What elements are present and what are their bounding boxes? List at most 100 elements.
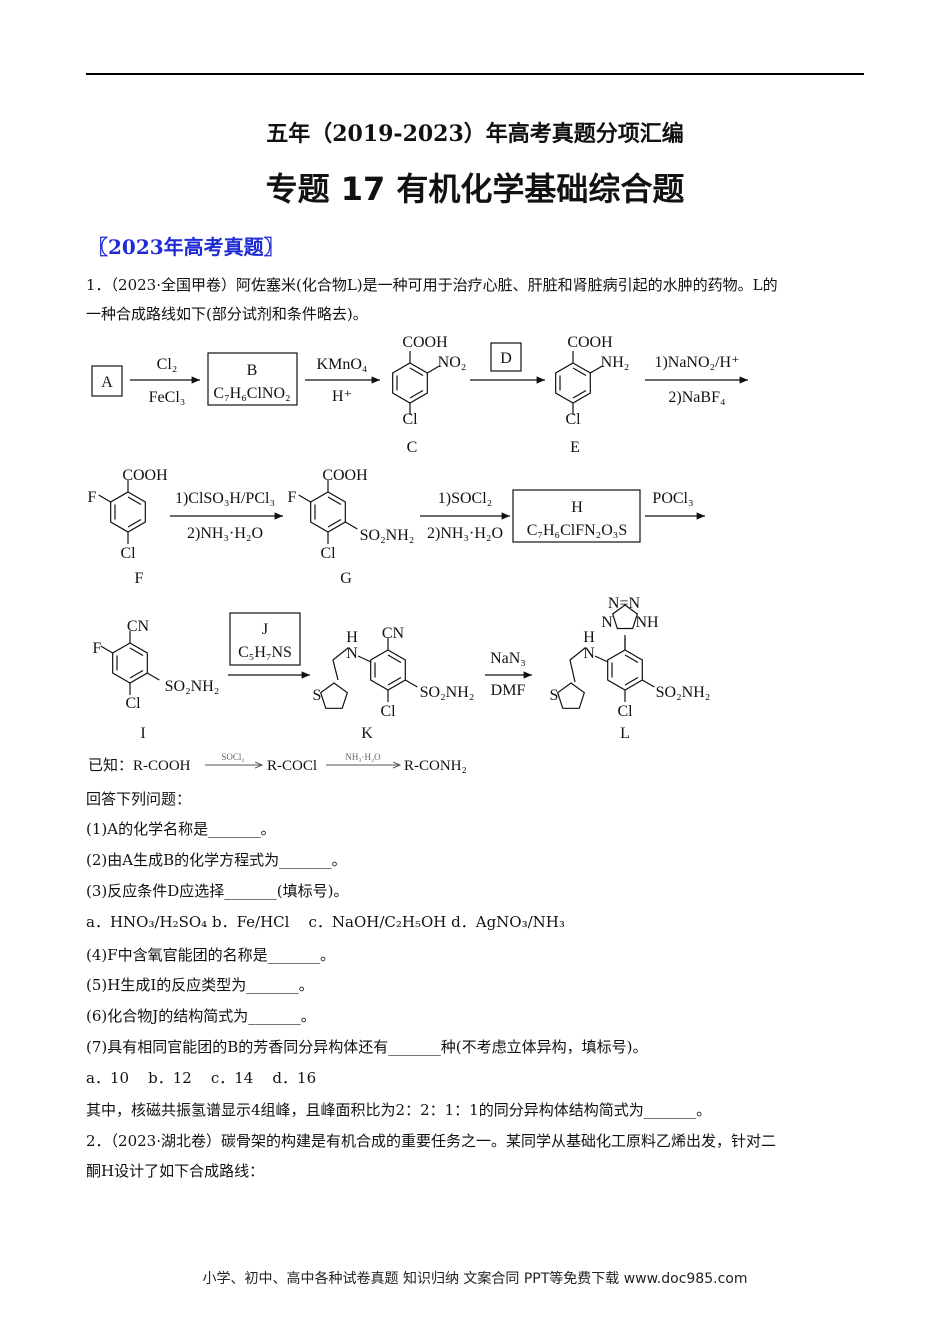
group-label: Cl xyxy=(120,545,136,562)
K-n-bond xyxy=(357,655,372,663)
group-label: F xyxy=(288,489,297,506)
group-label: NH₂ xyxy=(601,354,630,371)
reagent-label: Cl₂ xyxy=(157,356,178,373)
known-end: R-CONH₂ xyxy=(404,758,467,774)
box-D xyxy=(490,342,522,372)
group-label: COOH xyxy=(122,467,168,484)
compound-label: L xyxy=(620,725,630,742)
reagent-label: 2)NH₃·H₂O xyxy=(187,525,263,542)
document-title: 专题 17 有机化学基础综合题 xyxy=(265,170,685,208)
group-label: COOH xyxy=(567,334,613,351)
q2-intro-line1: 2．（2023·湖北卷）碳骨架的构建是有机合成的重要任务之一。某同学从基础化工原… xyxy=(86,1132,776,1150)
compound-label: E xyxy=(570,439,580,456)
document-subtitle: 五年（2019-2023）年高考真题分项汇编 xyxy=(266,121,684,147)
benzene-ring xyxy=(370,649,406,691)
question-line: 回答下列问题： xyxy=(86,790,192,808)
known-reaction: 已知：R-COOH SOCl₂ R-COCl NH₃·H₂O R-CONH₂ xyxy=(88,752,467,774)
box-H xyxy=(512,489,641,543)
reagent-label: 2)NaBF₄ xyxy=(668,389,726,406)
group-label: NH xyxy=(635,614,659,631)
header-rule xyxy=(86,73,864,75)
group-label: Cl xyxy=(402,411,418,428)
box-J xyxy=(229,612,301,666)
L-n-bond xyxy=(594,655,609,663)
reagent-label: 2)NH₃·H₂O xyxy=(427,525,503,542)
section-heading: 〖2023年高考真题〗 xyxy=(88,235,284,259)
group-label: S xyxy=(313,687,322,704)
known-cond1: SOCl₂ xyxy=(221,752,244,762)
group-label: F xyxy=(88,489,97,506)
group-label: SO₂NH₂ xyxy=(420,684,475,701)
reagent-label: KMnO₄ xyxy=(317,356,368,373)
benzene-ring xyxy=(392,362,428,404)
group-label: COOH xyxy=(402,334,448,351)
benzene-ring xyxy=(555,362,591,404)
compound-label: K xyxy=(361,725,373,742)
group-label: H xyxy=(583,629,595,646)
group-label: SO₂NH₂ xyxy=(360,527,415,544)
compound-label: H xyxy=(571,499,583,516)
reagent-label: FeCl₃ xyxy=(149,389,186,406)
group-label: N xyxy=(583,645,595,662)
group-label: SO₂NH₂ xyxy=(165,678,220,695)
options-line: a．HNO₃/H₂SO₄ b．Fe/HCl c．NaOH/C₂H₅OH d．Ag… xyxy=(86,913,565,931)
group-label: Cl xyxy=(380,703,396,720)
scheme-lines xyxy=(91,342,748,683)
reagent-label: NaN₃ xyxy=(490,650,526,667)
reagent-label: 1)ClSO₃H/PCl₃ xyxy=(175,490,275,507)
benzene-ring xyxy=(310,491,346,533)
q1-intro-line2: 一种合成路线如下(部分试剂和条件略去)。 xyxy=(86,305,368,323)
group-label: N=N xyxy=(608,595,641,612)
K-ch2-bond xyxy=(332,647,349,681)
group-label: Cl xyxy=(565,411,581,428)
benzene-ring xyxy=(112,642,148,684)
group-label: H xyxy=(346,629,358,646)
compound-label: C xyxy=(407,439,418,456)
known-cond2: NH₃·H₂O xyxy=(345,752,381,762)
group-label: Cl xyxy=(320,545,336,562)
question-line: (7)具有相同官能团的B的芳香同分异构体还有_______种(不考虑立体异构，填… xyxy=(86,1038,648,1056)
compound-label: I xyxy=(140,725,145,742)
compound-D: D xyxy=(500,350,512,367)
group-label: N xyxy=(346,645,358,662)
q2-intro-line2: 酮H设计了如下合成路线： xyxy=(86,1162,265,1180)
group-label: CN xyxy=(382,625,405,642)
group-label: F xyxy=(93,640,102,657)
thiophene-ring xyxy=(556,682,586,709)
options-line: a．10 b．12 c．14 d．16 xyxy=(86,1069,317,1087)
reagent-label: 1)SOCl₂ xyxy=(438,490,492,507)
compound-label: B xyxy=(247,362,258,379)
compound-formula: C₅H₇NS xyxy=(238,644,292,661)
q1-intro-line1: 1．（2023·全国甲卷）阿佐塞米(化合物L)是一种可用于治疗心脏、肝脏和肾脏病… xyxy=(86,276,778,294)
benzene-ring xyxy=(110,491,146,533)
group-label: S xyxy=(550,687,559,704)
reagent-label: H⁺ xyxy=(332,388,352,405)
question-line: (5)H生成I的反应类型为_______。 xyxy=(86,976,314,994)
question-line: (6)化合物J的结构简式为_______。 xyxy=(86,1007,316,1025)
question-line: (3)反应条件D应选择_______(填标号)。 xyxy=(86,882,349,900)
question-line: 其中，核磁共振氢谱显示4组峰，且峰面积比为2：2：1：1的同分异构体结构简式为_… xyxy=(86,1101,712,1119)
question-line: (1)A的化学名称是_______。 xyxy=(86,820,276,838)
group-label: SO₂NH₂ xyxy=(656,684,711,701)
compound-A: A xyxy=(101,374,113,391)
box-A xyxy=(91,365,123,397)
footer-text: 小学、初中、高中各种试卷真题 知识归纳 文案合同 PPT等免费下载 www.do… xyxy=(202,1271,748,1287)
compound-label: J xyxy=(262,621,268,638)
question-line: (4)F中含氧官能团的名称是_______。 xyxy=(86,946,336,964)
group-label: Cl xyxy=(125,695,141,712)
benzene-ring xyxy=(607,649,643,691)
thiophene-ring xyxy=(319,682,349,709)
compound-label: G xyxy=(340,570,352,587)
reagent-label: 1)NaNO₂/H⁺ xyxy=(654,354,739,371)
thiophene-ring xyxy=(611,604,639,630)
known-mid: R-COCl xyxy=(267,758,317,774)
group-label: COOH xyxy=(322,467,368,484)
reagent-label: DMF xyxy=(491,682,526,699)
question-line: (2)由A生成B的化学方程式为_______。 xyxy=(86,851,347,869)
L-ch2-bond xyxy=(569,647,586,683)
group-label: CN xyxy=(127,618,150,635)
group-label: N xyxy=(601,614,613,631)
known-prefix: 已知：R-COOH xyxy=(88,757,191,774)
compound-formula: C₇H₆ClFN₂O₃S xyxy=(527,522,628,539)
